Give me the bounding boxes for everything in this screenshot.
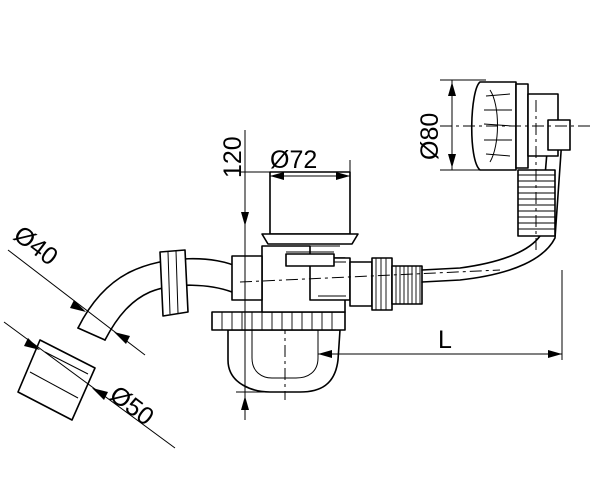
dimension-L: L [318, 270, 563, 360]
dim-label-outlet-large: Ø50 [104, 380, 159, 431]
connecting-hose [349, 137, 563, 311]
waste-fitting [261, 171, 359, 267]
outlet-pipe [17, 249, 241, 421]
dimension-40: Ø40 [7, 220, 146, 356]
dim-label-waste: Ø72 [270, 146, 317, 174]
overflow-fitting [440, 81, 590, 250]
dim-label-length: L [438, 326, 452, 354]
dimension-80: Ø80 [416, 79, 486, 171]
dim-label-overflow: Ø80 [416, 113, 444, 160]
dimension-120: 120 [219, 130, 272, 420]
dim-label-outlet-small: Ø40 [8, 220, 63, 271]
dim-label-height: 120 [219, 136, 247, 178]
dimension-72: Ø72 [270, 146, 351, 180]
